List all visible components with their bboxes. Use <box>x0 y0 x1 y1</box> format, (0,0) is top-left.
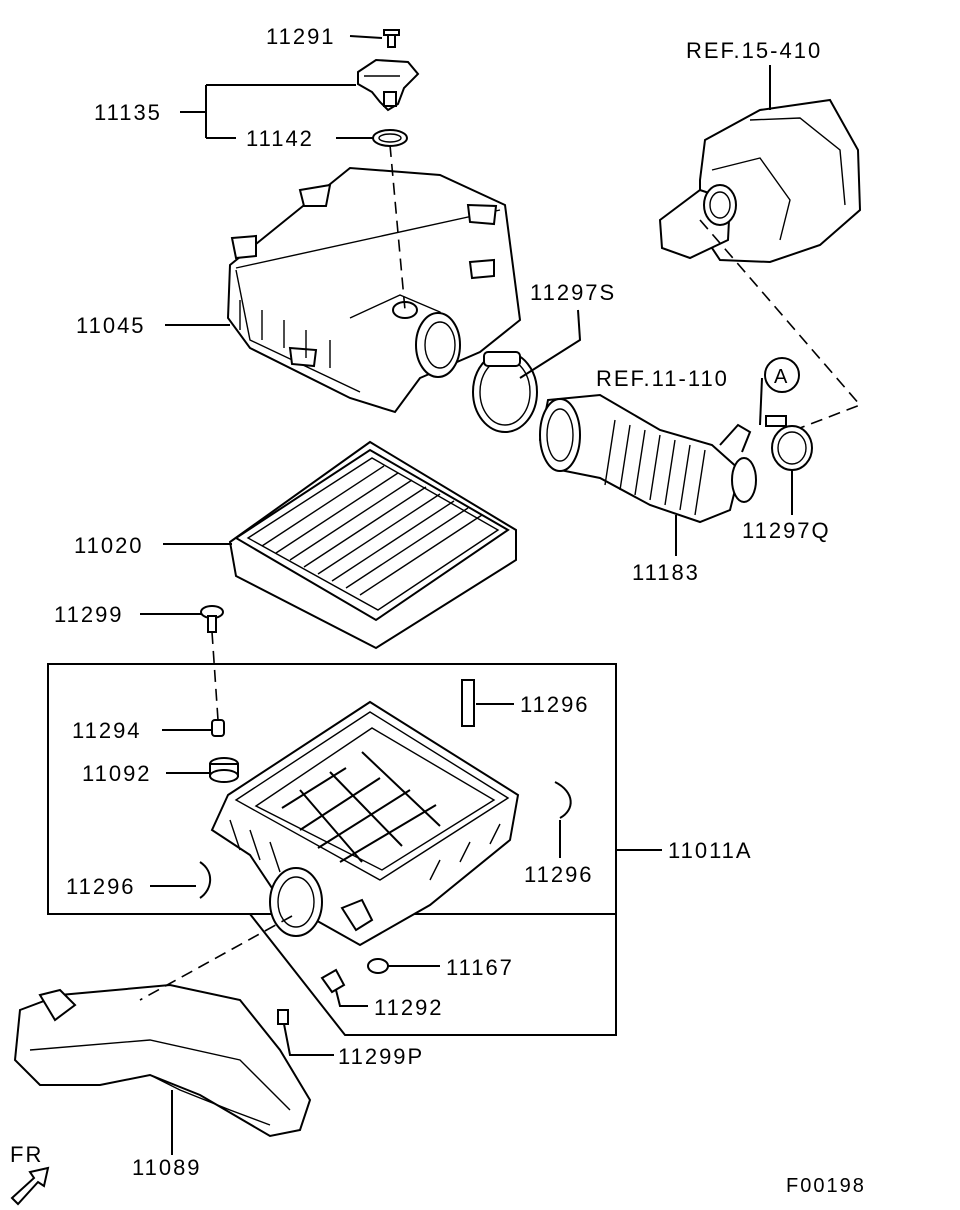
filter-pleats <box>261 465 483 596</box>
part-label-11020[interactable]: 11020 <box>74 533 144 558</box>
sensor-assembly <box>357 29 420 147</box>
bolt-11299 <box>200 605 224 633</box>
part-label-11297q[interactable]: 11297Q <box>742 518 831 543</box>
front-arrow-icon <box>10 1166 50 1206</box>
front-indicator-label: FR <box>10 1142 43 1167</box>
air-filter-element <box>228 440 517 650</box>
turbocharger-reference <box>658 98 862 264</box>
collar-11294 <box>211 719 225 737</box>
part-label-11089[interactable]: 11089 <box>132 1155 202 1180</box>
part-label-11291[interactable]: 11291 <box>266 24 336 49</box>
air-cleaner-cover <box>226 166 522 414</box>
ref-label-15-410[interactable]: REF.15-410 <box>686 38 822 63</box>
part-label-11292[interactable]: 11292 <box>374 995 444 1020</box>
part-label-11299[interactable]: 11299 <box>54 602 124 627</box>
hose-clamp-11297q <box>765 415 813 471</box>
diagram-code: F00198 <box>786 1175 866 1197</box>
grommet-11167 <box>367 958 389 974</box>
reference-marker-circle <box>764 357 800 393</box>
part-label-11045[interactable]: 11045 <box>76 313 146 338</box>
hose-clamp-11297s <box>472 351 538 433</box>
part-label-11294[interactable]: 11294 <box>72 718 142 743</box>
part-label-11296-top[interactable]: 11296 <box>520 692 590 717</box>
clip-11296-left <box>199 861 212 899</box>
part-label-11142[interactable]: 11142 <box>246 126 314 151</box>
nut-11292 <box>320 968 346 994</box>
ref-marker-a: A <box>774 366 789 388</box>
air-cleaner-housing <box>210 700 520 947</box>
part-label-11135[interactable]: 11135 <box>94 100 162 125</box>
bolt-11299p <box>277 1009 289 1025</box>
part-label-11167[interactable]: 11167 <box>446 955 514 980</box>
intake-hose-11183 <box>538 393 757 524</box>
part-label-11011a[interactable]: 11011A <box>668 838 753 863</box>
part-label-11297s[interactable]: 11297S <box>530 280 616 305</box>
part-label-11296-left[interactable]: 11296 <box>66 874 136 899</box>
part-label-11092[interactable]: 11092 <box>82 761 152 786</box>
air-intake-duct <box>13 983 312 1138</box>
part-label-11183[interactable]: 11183 <box>632 560 700 585</box>
part-label-11296-right[interactable]: 11296 <box>524 862 594 887</box>
grommet-11092 <box>209 757 239 783</box>
clip-11296-top <box>461 679 475 727</box>
ref-label-11-110[interactable]: REF.11-110 <box>596 366 729 391</box>
clip-11296-right <box>554 781 572 819</box>
part-label-11299p[interactable]: 11299P <box>338 1044 424 1069</box>
